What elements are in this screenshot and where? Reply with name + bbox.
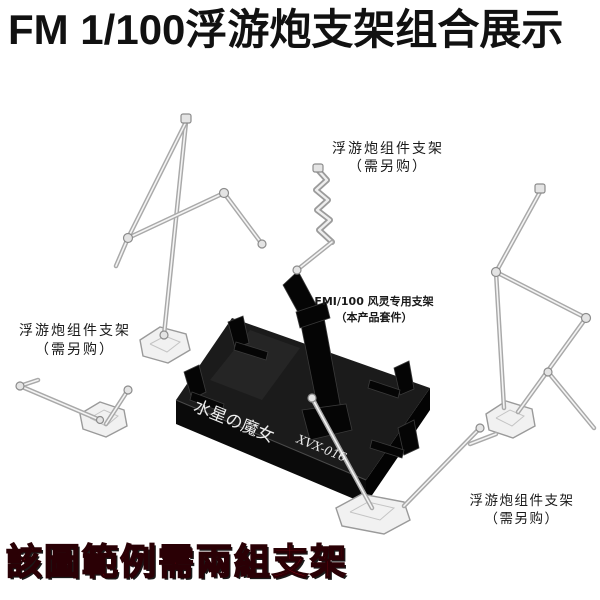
stand-hex-base: [139, 326, 191, 364]
stand-joint: [543, 367, 553, 377]
label-line: （需另购）: [35, 342, 115, 358]
label-line: 浮游炮组件支架: [332, 141, 444, 157]
stand-rod-highlight: [547, 371, 595, 429]
stand-rod-highlight: [311, 397, 373, 509]
stand-rod-highlight: [105, 389, 129, 425]
base-clip-left-arm: [189, 391, 225, 413]
label-floating-stand-left: 浮游炮组件支架 （需另购）: [8, 322, 142, 360]
stand-joint: [15, 381, 25, 391]
stand-rod-highlight: [19, 385, 101, 421]
stand-hex-base: [485, 400, 536, 439]
stand-rod-highlight: [517, 317, 587, 413]
stand-joint: [122, 232, 134, 244]
stand-rod-highlight: [495, 271, 587, 319]
stand-joint: [257, 239, 267, 249]
floating-stand-right: [485, 183, 597, 439]
stand-rod-highlight: [495, 191, 541, 273]
label-line: （本产品套件）: [335, 311, 413, 324]
stand-joint: [580, 312, 592, 324]
stand-joint: [159, 330, 169, 340]
stand-joint: [95, 415, 105, 425]
base-clip-back-arm: [233, 341, 269, 361]
floating-stand-left: [15, 377, 133, 438]
stand-rod-highlight: [495, 271, 505, 409]
stand-rod-highlight: [296, 241, 333, 271]
stand-chain-top-cap: [312, 163, 324, 173]
base-reflection: [210, 330, 300, 400]
black-display-base: [175, 315, 430, 504]
stand-joint: [475, 423, 485, 433]
base-side-face: [366, 388, 430, 504]
page-title: FM 1/100浮游炮支架组合展示: [8, 6, 564, 53]
base-clip-right: [393, 360, 415, 396]
stand-hex-base-detail: [149, 335, 182, 353]
stand-joint: [218, 187, 230, 199]
stand-top-cap: [180, 113, 192, 124]
stand-joint: [490, 266, 502, 278]
floating-stand-bottom-right: [307, 393, 499, 535]
label-line: 浮游炮组件支架: [469, 493, 575, 509]
stand-top-cap: [534, 183, 546, 194]
stand-rod-highlight: [469, 433, 497, 445]
label-line: FMI/100 风灵专用支架: [314, 295, 434, 308]
label-line: 浮游炮组件支架: [19, 323, 131, 339]
stand-joint: [123, 385, 133, 395]
label-dedicated-stand: FMI/100 风灵专用支架 （本产品套件）: [296, 294, 452, 326]
floating-stand-top-left: [113, 113, 267, 364]
base-top-edge-highlight: [175, 399, 367, 481]
stand-rod-highlight: [223, 192, 263, 245]
notice-banner: 該圖範例需兩組支架: [5, 541, 349, 584]
stand-clear-chain-highlight: [314, 168, 334, 244]
base-clip-back: [227, 315, 250, 349]
base-front-face: [176, 400, 366, 504]
central-dedicated-stand: [282, 163, 353, 441]
stand-rod-highlight: [163, 121, 187, 336]
stand-rod-highlight: [403, 427, 481, 507]
base-clip-right-arm: [367, 379, 401, 399]
label-floating-stand-top: 浮游炮组件支架 （需另购）: [326, 140, 450, 176]
label-line: （需另购）: [348, 159, 428, 175]
stand-rod-highlight: [127, 121, 187, 239]
label-floating-stand-bottom-right: 浮游炮组件支架 （需另购）: [460, 492, 584, 528]
stand-hex-base-detail: [349, 501, 396, 521]
base-clip-left: [183, 364, 207, 400]
stand-rod-highlight: [127, 192, 225, 239]
base-clip-front-arm: [369, 439, 405, 459]
label-line: （需另购）: [484, 511, 560, 527]
stand-connector-joint: [292, 265, 302, 275]
base-clip-front: [397, 419, 420, 456]
stand-hex-base: [335, 493, 411, 535]
stand-arm-joint: [295, 301, 331, 329]
stand-clear-chain: [313, 167, 335, 245]
stand-joint: [307, 393, 317, 403]
stand-hex-base-detail: [495, 409, 525, 427]
